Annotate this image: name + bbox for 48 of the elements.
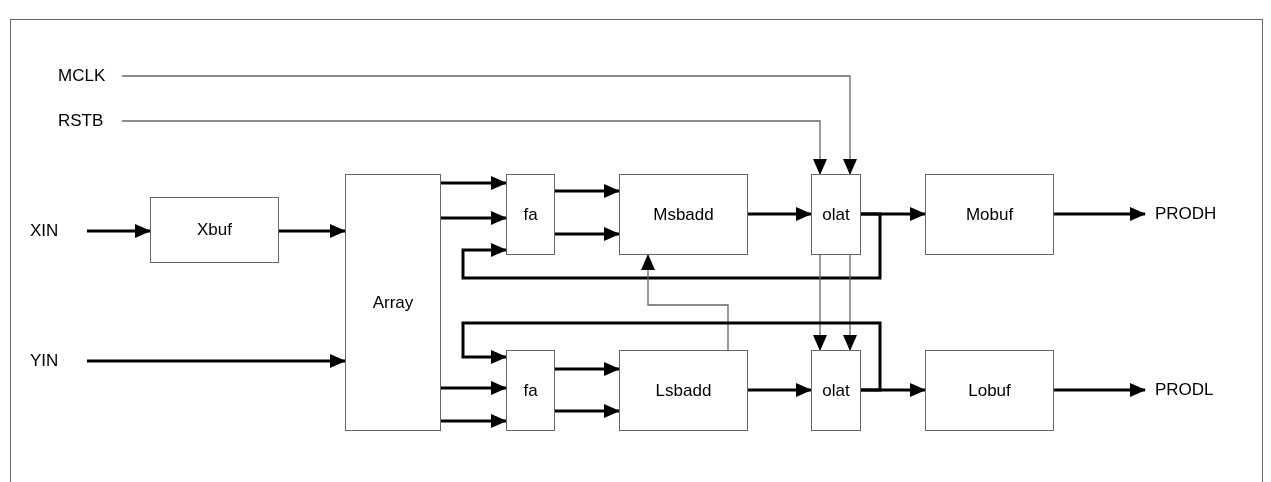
arrow: [441, 176, 507, 190]
arrow: [461, 212, 882, 280]
block-box: [619, 350, 748, 431]
signal-name: PRODL: [1155, 380, 1214, 400]
arrow: [279, 224, 346, 238]
block-box: [345, 174, 441, 431]
block-label: olat: [822, 204, 850, 225]
block-box: [925, 350, 1054, 431]
block-label: Xbuf: [197, 220, 232, 240]
arrow: [441, 414, 507, 428]
block-box: [811, 350, 861, 431]
arrow: [1054, 207, 1146, 221]
block-label: Msbadd: [653, 204, 714, 225]
block-box: [506, 350, 555, 431]
block-box: [811, 174, 861, 255]
block-box: [506, 174, 555, 255]
arrow: [121, 75, 857, 175]
arrow: [641, 254, 729, 351]
arrow: [748, 207, 812, 221]
block-label: Lsbadd: [655, 380, 712, 401]
arrow: [441, 381, 507, 395]
block-label: fa: [523, 380, 538, 401]
arrow: [748, 383, 812, 397]
block-label: Mobuf: [965, 204, 1014, 225]
arrow: [87, 224, 151, 238]
block-box: [619, 174, 748, 255]
block-label: olat: [822, 380, 850, 401]
arrow: [87, 354, 346, 368]
arrow: [555, 227, 620, 241]
arrow: [555, 184, 620, 198]
arrow: [1054, 383, 1146, 397]
arrow: [843, 254, 857, 351]
signal-name: RSTB: [58, 111, 104, 131]
block-label: Array: [372, 292, 414, 313]
arrow: [555, 404, 620, 418]
block-box: [150, 197, 279, 263]
signal-name: MCLK: [58, 66, 106, 86]
arrow: [121, 120, 827, 175]
arrow: [813, 254, 827, 351]
arrow: [461, 321, 882, 392]
arrow: [441, 211, 507, 225]
signal-name: YIN: [30, 351, 59, 371]
block-label: Lobuf: [968, 380, 1011, 401]
block-label: fa: [523, 204, 538, 225]
signal-name: PRODH: [1155, 204, 1217, 224]
arrow: [555, 362, 620, 376]
signal-name: XIN: [30, 221, 59, 241]
block-box: [925, 174, 1054, 255]
